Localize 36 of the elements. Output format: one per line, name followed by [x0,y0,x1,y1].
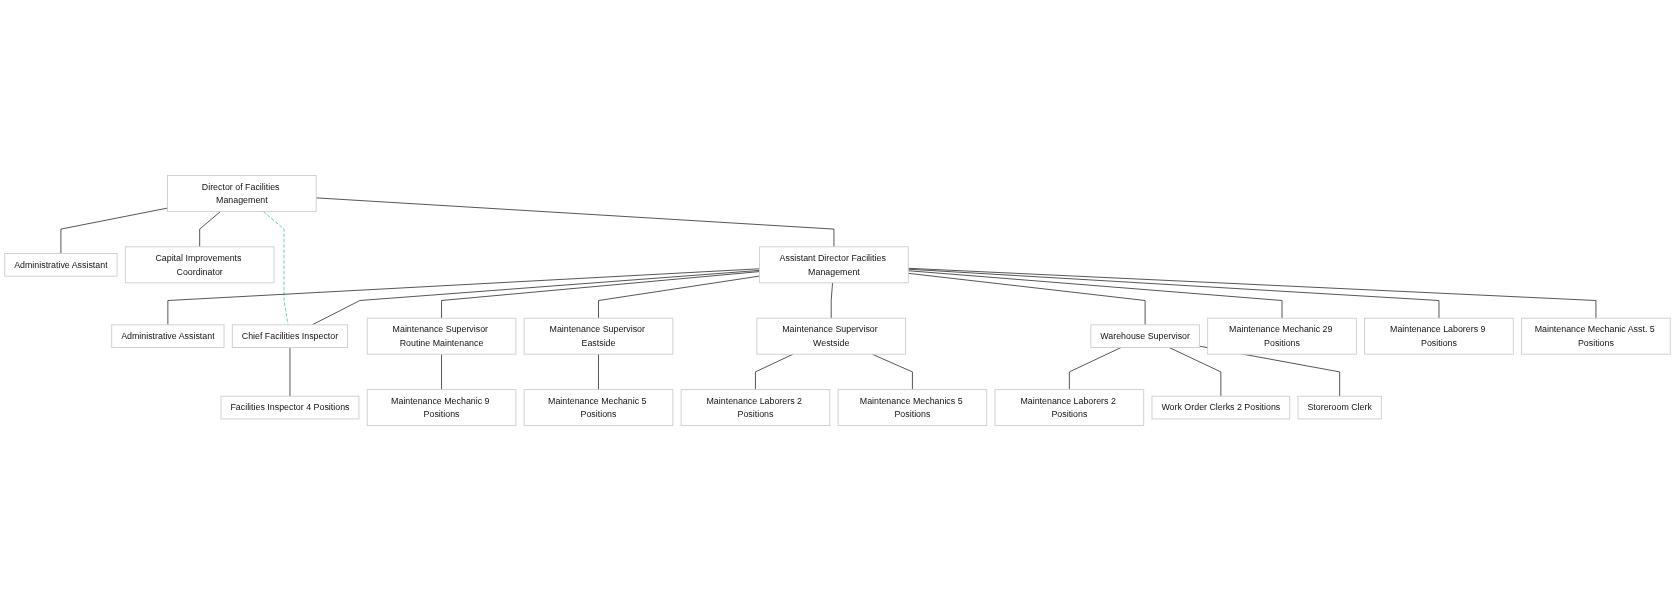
connector [1069,347,1122,390]
node-box: Maintenance Supervisor Eastside [523,317,674,355]
node-box: Maintenance Supervisor Westside [756,317,906,355]
connector [167,268,760,326]
node-box: Maintenance Laborers 9 Positions [1364,317,1514,355]
node-box: Maintenance Supervisor Routine Maintenance [366,317,517,355]
node-box: Maintenance Mechanic 29 Positions [1207,317,1357,355]
connector [315,197,835,248]
node-box: Maintenance Laborers 2 Positions [994,389,1145,427]
node-box: Maintenance Mechanic 5 Positions [523,389,674,427]
connector [441,271,760,319]
connector [907,267,1597,319]
node-box: Administrative Assistant [111,324,225,348]
connector [441,353,442,390]
connector [60,207,168,254]
connector [830,282,833,319]
connector [598,275,760,319]
node-box: Maintenance Mechanic 9 Positions [366,389,517,427]
node-box: Assistant Director Facilities Management [759,246,909,284]
node-box: Administrative Assistant [4,253,118,277]
node-box: Maintenance Laborers 2 Positions [680,389,831,427]
node-box: Director of Facilities Management [167,174,317,212]
connector [199,211,221,248]
connector [907,270,1283,319]
node-box: Maintenance Mechanics 5 Positions [837,389,988,427]
node-box: Capital Improvements Coordinator [124,246,275,284]
node-box: Maintenance Mechanic Asst. 5 Positions [1521,317,1671,355]
node-box: Storeroom Clerk [1297,395,1382,420]
connector [907,272,1146,326]
connector [907,268,1440,319]
connector [598,353,599,390]
node-box: Work Order Clerks 2 Positions [1151,395,1291,420]
node-box: Chief Facilities Inspector [231,324,349,348]
connector [1168,347,1222,397]
node-box: Facilities Inspector 4 Positions [220,395,360,420]
node-box: Warehouse Supervisor [1090,324,1200,348]
